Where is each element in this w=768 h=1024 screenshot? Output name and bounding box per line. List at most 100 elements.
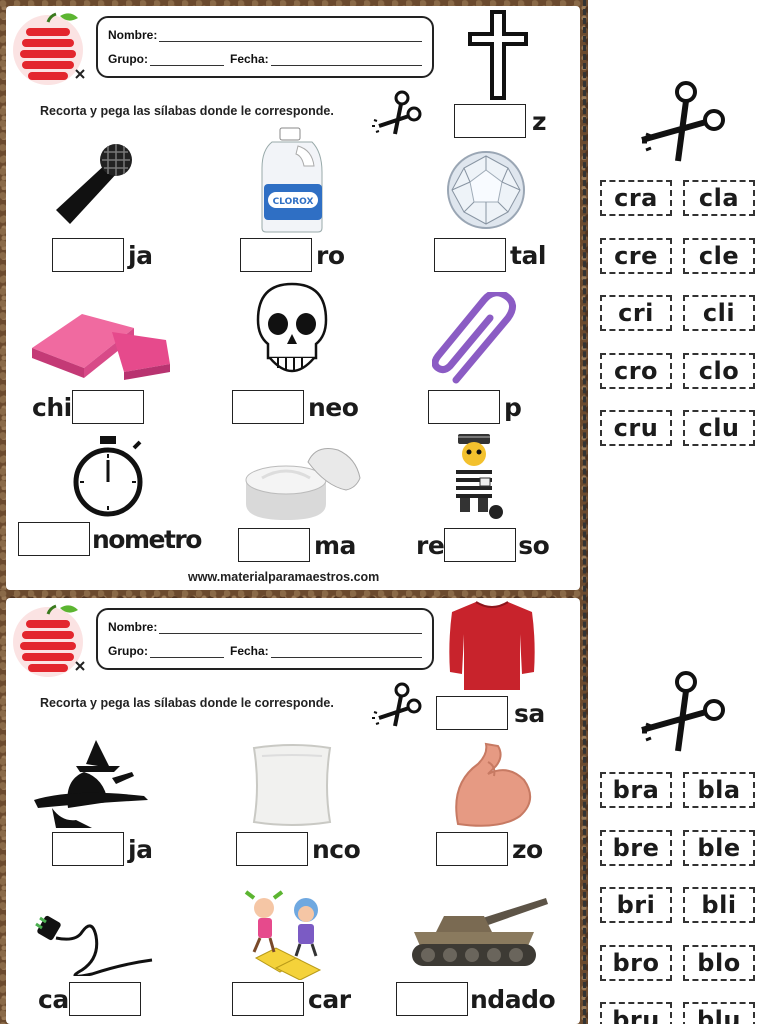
syllable-tile[interactable]: cle — [683, 237, 755, 274]
student-info-box: Nombre: Grupo: Fecha: — [96, 608, 434, 670]
cut-line — [583, 0, 586, 1024]
syllable-suffix: car — [308, 984, 351, 1014]
item-paperclip: p — [428, 390, 522, 424]
scissors-icon — [372, 682, 422, 727]
syllable-tile[interactable]: cri — [600, 295, 672, 331]
name-field[interactable] — [159, 30, 422, 42]
answer-box[interactable] — [232, 982, 304, 1016]
syllable-tile[interactable]: bli — [683, 887, 755, 923]
syllable-suffix: z — [532, 106, 547, 136]
chalk-icon — [32, 314, 170, 380]
item-pillow: nco — [236, 832, 361, 866]
group-label: Grupo: — [108, 52, 148, 66]
syllable-suffix: p — [504, 392, 522, 422]
date-label: Fecha: — [230, 52, 269, 66]
syllable-tile[interactable]: clo — [683, 352, 755, 389]
item-stopwatch: nometro — [18, 522, 202, 556]
syllable-tile[interactable]: cra — [600, 180, 672, 216]
syllable-suffix: so — [518, 530, 550, 560]
name-field[interactable] — [159, 622, 422, 634]
diamond-icon — [447, 151, 525, 229]
pillow-icon — [252, 744, 332, 826]
answer-box[interactable] — [52, 832, 124, 866]
answer-box[interactable] — [232, 390, 304, 424]
tank-icon — [412, 898, 548, 966]
answer-box[interactable] — [396, 982, 468, 1016]
group-field[interactable] — [150, 54, 224, 66]
clorox-label: CLOROX — [273, 197, 314, 207]
date-field[interactable] — [270, 646, 422, 658]
syllable-tile[interactable]: bra — [600, 772, 672, 808]
website-credit: www.materialparamaestros.com — [188, 570, 380, 584]
answer-box[interactable] — [434, 238, 506, 272]
syllable-tile[interactable]: cro — [600, 352, 672, 389]
item-shirt: sa — [436, 696, 545, 730]
syllable-tile[interactable]: cla — [683, 180, 755, 216]
syllable-prefix: ca — [38, 984, 69, 1014]
answer-box[interactable] — [18, 522, 90, 556]
syllable-tile[interactable]: blu — [683, 1002, 755, 1024]
syllable-suffix: ma — [314, 530, 356, 560]
item-chalk: chi — [32, 390, 144, 424]
group-field[interactable] — [150, 646, 224, 658]
answer-box[interactable] — [436, 832, 508, 866]
name-label: Nombre: — [108, 28, 158, 42]
answer-box[interactable] — [68, 982, 141, 1016]
item-cream-jar: ma — [238, 528, 356, 562]
answer-box[interactable] — [444, 528, 517, 562]
cream-jar-icon — [245, 448, 361, 520]
answer-box[interactable] — [71, 390, 144, 424]
answer-box[interactable] — [52, 238, 124, 272]
microphone-icon — [56, 144, 132, 224]
syllable-prefix: chi — [32, 392, 72, 422]
syllable-suffix: nometro — [92, 524, 202, 554]
syllable-tile[interactable]: bre — [600, 829, 672, 866]
item-witch: ja — [52, 832, 153, 866]
answer-box[interactable] — [240, 238, 312, 272]
syllable-suffix: ndado — [470, 984, 556, 1014]
item-cable: ca — [38, 982, 141, 1016]
syllable-tile[interactable]: cli — [683, 295, 755, 331]
syllable-tile[interactable]: ble — [683, 829, 755, 866]
name-label: Nombre: — [108, 620, 158, 634]
bicep-icon — [455, 742, 531, 827]
item-skull: neo — [232, 390, 359, 424]
answer-box[interactable] — [436, 696, 508, 730]
date-field[interactable] — [270, 54, 422, 66]
hopscotch-kids-icon — [244, 890, 322, 980]
item-microphone: ja — [52, 238, 153, 272]
scissors-icon — [641, 81, 725, 162]
syllable-suffix: zo — [512, 834, 543, 864]
syllable-tile[interactable]: cre — [600, 237, 672, 274]
bleach-bottle-icon: CLOROX — [261, 127, 323, 233]
syllable-suffix: tal — [510, 240, 546, 270]
item-bleach: ro — [240, 238, 345, 272]
cable-icon — [35, 915, 153, 976]
syllable-suffix: neo — [308, 392, 359, 422]
syllable-suffix: ja — [128, 834, 153, 864]
item-hopscotch: car — [232, 982, 351, 1016]
syllable-tile[interactable]: bru — [600, 1002, 672, 1024]
syllable-tile[interactable]: cru — [600, 410, 672, 446]
syllable-prefix: re — [416, 530, 445, 560]
syllable-tile[interactable]: bri — [600, 887, 672, 923]
student-info-box: Nombre: Grupo: Fecha: — [96, 16, 434, 78]
answer-box[interactable] — [454, 104, 526, 138]
syllable-tile[interactable]: clu — [683, 410, 755, 446]
syllable-tile[interactable]: bro — [600, 944, 672, 981]
item-diamond: tal — [434, 238, 546, 272]
witch-icon — [34, 740, 148, 828]
shirt-icon — [449, 601, 535, 690]
apple-logo-icon — [13, 604, 85, 677]
answer-box[interactable] — [238, 528, 310, 562]
syllable-suffix: ro — [316, 240, 345, 270]
answer-box[interactable] — [236, 832, 308, 866]
syllable-tile[interactable]: bla — [683, 772, 755, 808]
answer-box[interactable] — [428, 390, 500, 424]
syllable-tile[interactable]: blo — [683, 944, 755, 981]
syllable-suffix: nco — [312, 834, 361, 864]
item-bicep: zo — [436, 832, 543, 866]
stopwatch-icon — [73, 436, 143, 517]
syllable-suffix: ja — [128, 240, 153, 270]
item-tank: ndado — [396, 982, 556, 1016]
